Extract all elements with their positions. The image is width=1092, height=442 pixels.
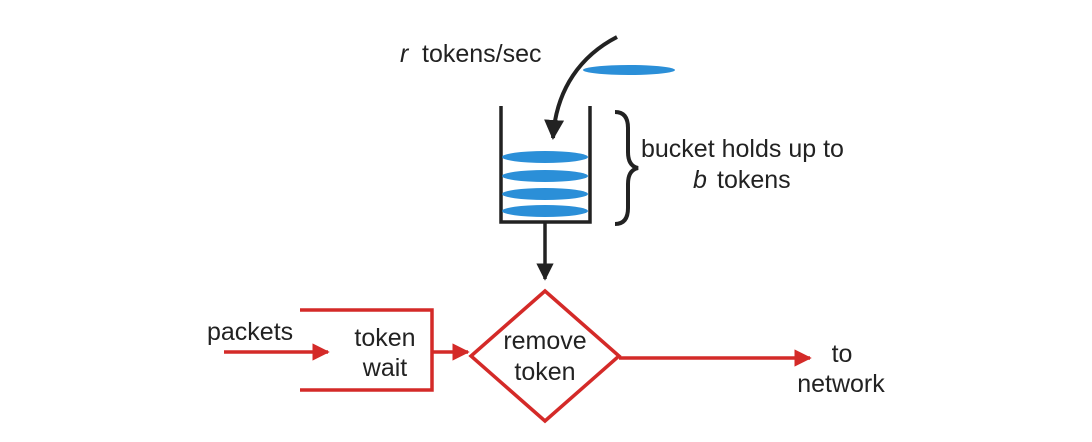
capacity-variable: b xyxy=(693,166,707,194)
token-inflow-arrow xyxy=(544,35,618,140)
stored-token xyxy=(502,151,588,163)
capacity-label-line1: bucket holds up to xyxy=(641,135,844,163)
bucket xyxy=(499,106,592,224)
token-wait-queue xyxy=(300,308,434,392)
remove-token-label-line1: remove xyxy=(503,327,586,355)
stored-token xyxy=(502,170,588,182)
stored-token xyxy=(502,205,588,217)
network-label-line2: network xyxy=(797,370,885,398)
capacity-unit: tokens xyxy=(717,166,791,194)
rate-unit: tokens/sec xyxy=(422,40,542,68)
remove-token-label-line2: token xyxy=(514,358,575,386)
stored-token xyxy=(502,188,588,200)
remove-token-diamond xyxy=(468,288,622,424)
packets-label: packets xyxy=(207,318,293,346)
token-wait-label-line2: wait xyxy=(362,354,408,382)
capacity-brace xyxy=(614,110,639,226)
token-wait-label-line1: token xyxy=(354,324,415,352)
incoming-token xyxy=(583,65,675,75)
network-label-line1: to xyxy=(832,340,853,368)
rate-variable: r xyxy=(400,40,410,68)
